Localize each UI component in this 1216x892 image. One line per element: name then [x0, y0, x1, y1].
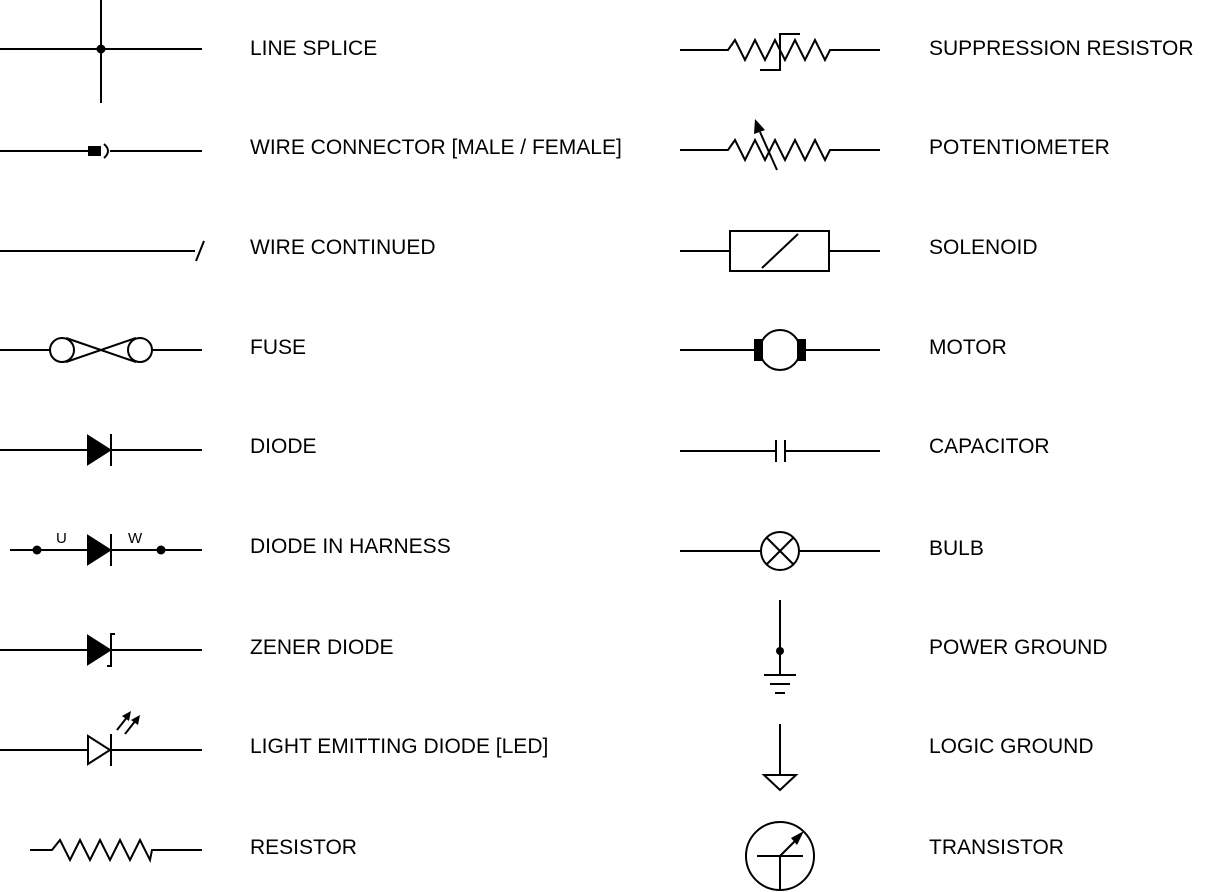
- wire-continued-icon: [0, 240, 205, 262]
- led-icon: [0, 711, 202, 766]
- transistor-icon: [745, 821, 815, 891]
- label-diode-in-harness: DIODE IN HARNESS: [250, 535, 451, 558]
- fuse-icon: [0, 337, 202, 363]
- label-suppression-resistor: SUPPRESSION RESISTOR: [929, 37, 1194, 60]
- wire-connector-icon: [0, 143, 202, 159]
- line-splice-icon: [0, 0, 202, 103]
- label-power-ground: POWER GROUND: [929, 636, 1108, 659]
- label-motor: MOTOR: [929, 336, 1007, 359]
- label-solenoid: SOLENOID: [929, 236, 1038, 259]
- label-wire-continued: WIRE CONTINUED: [250, 236, 436, 259]
- capacitor-icon: [680, 440, 880, 462]
- diode-icon: [0, 434, 202, 466]
- bulb-icon: [680, 531, 880, 571]
- label-diode: DIODE: [250, 435, 317, 458]
- suppression-resistor-icon: [680, 33, 880, 71]
- label-transistor: TRANSISTOR: [929, 836, 1064, 859]
- power-ground-icon: [764, 600, 796, 694]
- label-line-splice: LINE SPLICE: [250, 37, 377, 60]
- solenoid-icon: [680, 230, 880, 272]
- label-potentiometer: POTENTIOMETER: [929, 136, 1110, 159]
- harness-terminal-u: U: [56, 530, 67, 547]
- label-bulb: BULB: [929, 537, 984, 560]
- zener-diode-icon: [0, 633, 202, 667]
- diode-in-harness-icon: [10, 534, 202, 566]
- motor-icon: [680, 329, 880, 371]
- resistor-icon: [30, 837, 202, 864]
- label-wire-connector: WIRE CONNECTOR [MALE / FEMALE]: [250, 136, 622, 159]
- label-fuse: FUSE: [250, 336, 306, 359]
- potentiometer-icon: [680, 119, 880, 171]
- logic-ground-icon: [761, 724, 799, 792]
- label-logic-ground: LOGIC GROUND: [929, 735, 1094, 758]
- label-led: LIGHT EMITTING DIODE [LED]: [250, 735, 548, 758]
- label-zener-diode: ZENER DIODE: [250, 636, 394, 659]
- label-resistor: RESISTOR: [250, 836, 357, 859]
- label-capacitor: CAPACITOR: [929, 435, 1050, 458]
- harness-terminal-w: W: [128, 530, 143, 547]
